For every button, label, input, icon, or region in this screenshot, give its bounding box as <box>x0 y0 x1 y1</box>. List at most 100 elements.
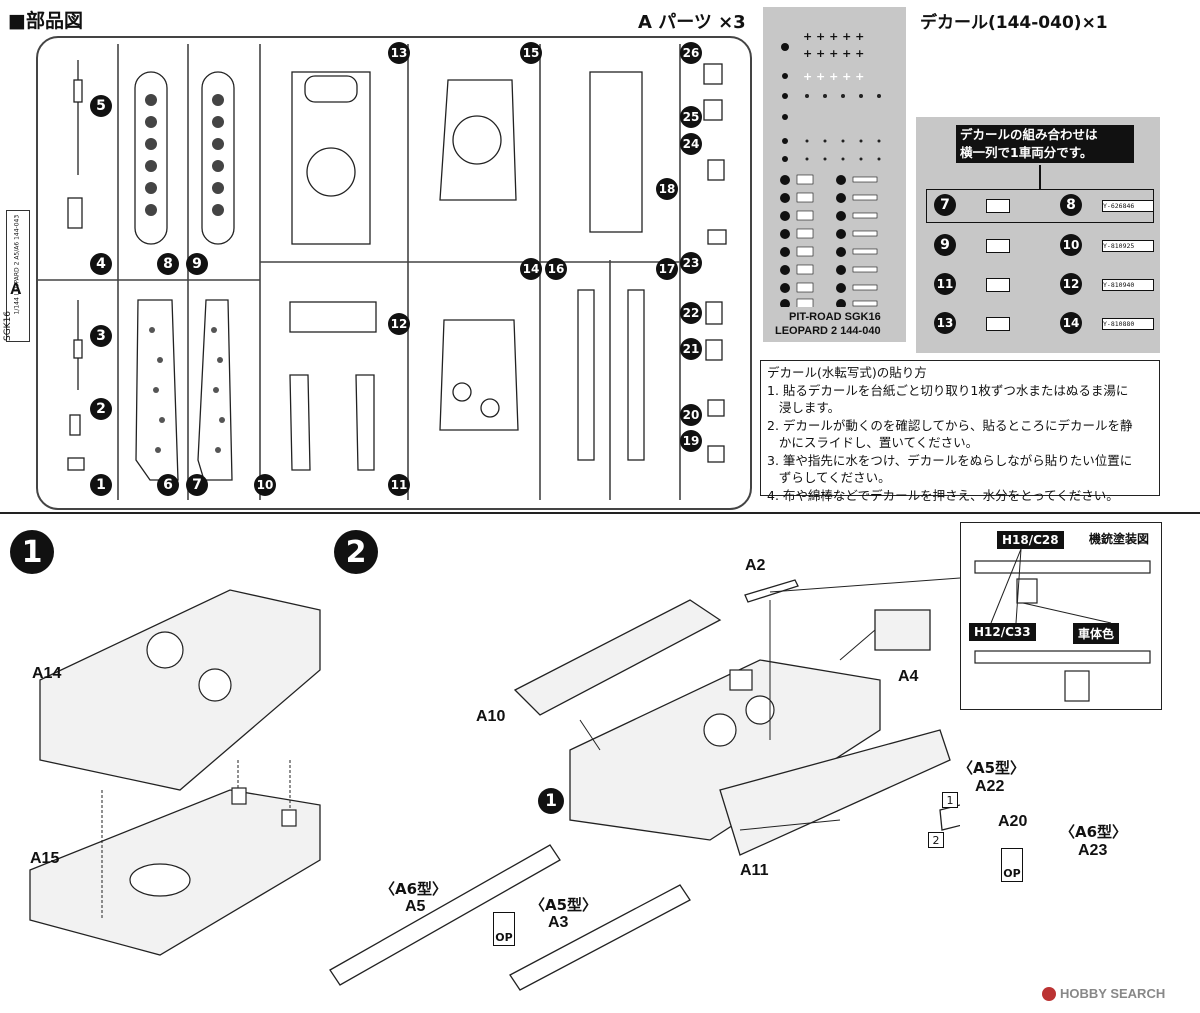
part-number-2: 2 <box>90 398 112 420</box>
decal-footer-line2: LEOPARD 2 144-040 <box>775 325 881 337</box>
decal-combo-note-line1: デカールの組み合わせは <box>960 127 1098 142</box>
instructions-step-2a: 2. デカールが動くのを確認してから、貼るところにデカールを静 <box>767 417 1133 433</box>
step-2-op-label-right: OP <box>1003 867 1021 880</box>
decal-combo-plate-right-12: Y-810940 <box>1102 279 1154 291</box>
mg-tag-h18-c28: H18/C28 <box>997 531 1064 549</box>
part-number-17: 17 <box>656 258 678 280</box>
part-number-10: 10 <box>254 474 276 496</box>
decal-footer-line1: PIT-ROAD SGK16 <box>789 311 881 323</box>
sprue-side-code: SGK16 <box>3 310 14 342</box>
part-number-20: 20 <box>680 404 702 426</box>
part-number-4: 4 <box>90 253 112 275</box>
mg-drawing <box>974 548 1151 702</box>
part-number-11: 11 <box>388 474 410 496</box>
decal-combo-plate-right-14: Y-810880 <box>1102 318 1154 330</box>
decal-combo-plate-left-9 <box>986 239 1010 253</box>
decal-marks: + + + + + + + + + + + + + + + <box>780 30 881 307</box>
decal-combo-connector <box>1039 165 1041 189</box>
part-number-3: 3 <box>90 325 112 347</box>
decal-combination-panel: デカールの組み合わせは 横一列で1車両分です。 7 8 Y-626846 9 1… <box>916 117 1160 353</box>
instructions-step-3b: ずらしてください。 <box>767 470 891 485</box>
parts-quantity-label: A パーツ ×3 <box>638 12 746 33</box>
mg-tag-h12-c33: H12/C33 <box>969 623 1036 641</box>
part-number-26: 26 <box>680 42 702 64</box>
step-2-option-1: 1 <box>942 792 958 808</box>
decal-quantity-label: デカール(144-040)×1 <box>920 13 1108 33</box>
part-number-12: 12 <box>388 313 410 335</box>
decal-combo-right-8: 8 <box>1060 194 1082 216</box>
step-2-ref-part-1: 1 <box>538 788 564 814</box>
part-number-6: 6 <box>157 474 179 496</box>
instructions-step-3a: 3. 筆や指先に水をつけ、デカールをぬらしながら貼りたい位置に <box>767 452 1133 468</box>
watermark: HOBBY SEARCH <box>1060 986 1166 1001</box>
step-2-number: 2 <box>334 530 378 574</box>
decal-combo-left-13: 13 <box>934 312 956 334</box>
watermark-logo-icon <box>1042 987 1056 1001</box>
step-2-op-icon-gun: OP <box>493 912 515 946</box>
step-2-label-a22: A22 <box>975 778 1005 795</box>
instructions-title: デカール(水転写式)の貼り方 <box>767 365 927 380</box>
step-1-drawing <box>29 589 321 956</box>
part-number-13: 13 <box>388 42 410 64</box>
decal-instructions: デカール(水転写式)の貼り方 1. 貼るデカールを台紙ごと切り取り1枚ずつ水また… <box>760 360 1160 503</box>
part-number-22: 22 <box>680 302 702 324</box>
part-number-14: 14 <box>520 258 542 280</box>
decal-combo-right-10: 10 <box>1060 234 1082 256</box>
sprue-side-label: A SGK16 1/144 LEOPARD 2 A5/A6 144-043 <box>3 210 30 342</box>
parts-sprue-frame <box>36 36 752 510</box>
decal-combo-right-12: 12 <box>1060 273 1082 295</box>
part-number-16: 16 <box>545 258 567 280</box>
step-2-drawing <box>329 577 960 991</box>
step-2-label-a5: A5 <box>405 898 426 915</box>
step-2-label-a10: A10 <box>476 708 506 725</box>
decal-combo-plate-right-8: Y-626846 <box>1102 200 1154 212</box>
step-2-label-a23: A23 <box>1078 842 1108 859</box>
step-2-a5-type-top: 〈A5型〉 <box>958 759 1026 777</box>
section-title: ■部品図 <box>8 10 83 32</box>
decal-combo-plate-left-7 <box>986 199 1010 213</box>
part-number-21: 21 <box>680 338 702 360</box>
instructions-step-1a: 1. 貼るデカールを台紙ごと切り取り1枚ずつ水またはぬるま湯に <box>767 382 1129 398</box>
decal-combo-left-9: 9 <box>934 234 956 256</box>
decal-sheet: + + + + + + + + + + + + + + + PIT-ROAD S… <box>763 7 906 342</box>
instructions-step-2b: かにスライドし、置いてください。 <box>767 435 979 450</box>
decal-combo-left-11: 11 <box>934 273 956 295</box>
part-number-1: 1 <box>90 474 112 496</box>
instructions-step-1b: 浸します。 <box>767 400 841 415</box>
decal-combo-right-14: 14 <box>1060 312 1082 334</box>
step-2-label-a3: A3 <box>548 914 569 931</box>
decal-combo-note: デカールの組み合わせは 横一列で1車両分です。 <box>956 125 1134 163</box>
step-1-number: 1 <box>10 530 54 574</box>
part-number-18: 18 <box>656 178 678 200</box>
step-2-a6-type-gun: 〈A6型〉 <box>380 880 448 898</box>
decal-combo-plate-left-13 <box>986 317 1010 331</box>
step-2-label-a11: A11 <box>740 862 769 879</box>
step-2-a5-type-gun: 〈A5型〉 <box>530 896 598 914</box>
part-number-9: 9 <box>186 253 208 275</box>
step-2-label-a4: A4 <box>898 668 919 685</box>
mg-box-title: 機銃塗装図 <box>1089 532 1150 546</box>
machine-gun-paint-box: 機銃塗装図 H18/C28 H12/C33 車体色 <box>960 522 1162 710</box>
section-divider <box>0 512 1200 514</box>
sprue-side-small: 1/144 LEOPARD 2 A5/A6 144-043 <box>13 214 21 315</box>
part-number-25: 25 <box>680 106 702 128</box>
step-2-a6-type-right: 〈A6型〉 <box>1060 823 1128 841</box>
step-1-label-a15: A15 <box>30 850 60 867</box>
part-number-5: 5 <box>90 95 112 117</box>
decal-combo-plate-right-10: Y-810925 <box>1102 240 1154 252</box>
svg-text:+ + + + +: + + + + + <box>803 47 864 60</box>
part-number-7: 7 <box>186 474 208 496</box>
part-number-15: 15 <box>520 42 542 64</box>
step-2-label-a20: A20 <box>998 813 1028 830</box>
part-number-24: 24 <box>680 133 702 155</box>
sprue-side-letter: A <box>10 281 22 298</box>
mg-tag-body-color: 車体色 <box>1073 623 1120 644</box>
instructions-step-4: 4. 布や綿棒などでデカールを押さえ、水分をとってください。 <box>767 487 1119 503</box>
part-number-23: 23 <box>680 252 702 274</box>
step-2-option-2: 2 <box>928 832 944 848</box>
decal-combo-plate-left-11 <box>986 278 1010 292</box>
decal-combo-note-line2: 横一列で1車両分です。 <box>960 145 1093 160</box>
step-1-label-a14: A14 <box>32 665 62 682</box>
svg-text:+ + + + +: + + + + + <box>803 30 864 43</box>
decal-combo-left-7: 7 <box>934 194 956 216</box>
